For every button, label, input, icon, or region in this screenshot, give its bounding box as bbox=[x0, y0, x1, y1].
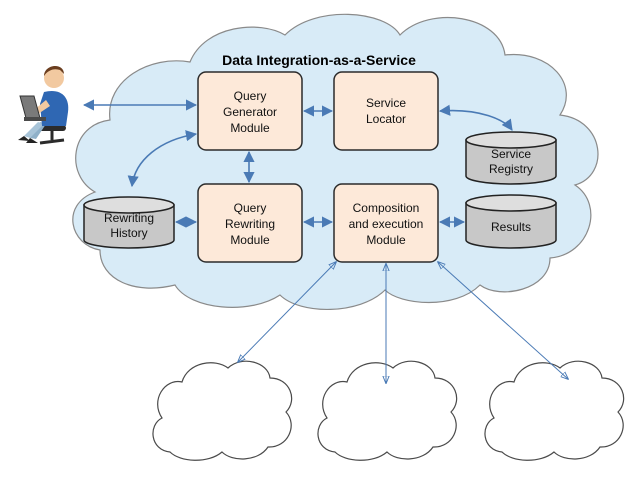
arrow-locator-registry bbox=[438, 104, 513, 131]
service-registry-store: Service Registry bbox=[465, 131, 557, 185]
service-registry-label-1: Service bbox=[491, 147, 531, 161]
query-rewriting-label-3: Module bbox=[230, 233, 270, 247]
composition-label-1: Composition bbox=[353, 201, 420, 215]
service-locator-module: Service Locator bbox=[333, 71, 439, 151]
composition-module: Composition and execution Module bbox=[333, 183, 439, 263]
rewriting-history-label-1: Rewriting bbox=[104, 211, 154, 225]
rewriting-history-label-2: History bbox=[110, 226, 147, 240]
diagram-title: Data Integration-as-a-Service bbox=[222, 52, 416, 68]
service-locator-label-1: Service bbox=[366, 96, 406, 110]
query-generator-label-3: Module bbox=[230, 121, 270, 135]
results-store: Results bbox=[465, 194, 557, 249]
external-cloud-right bbox=[484, 360, 625, 461]
query-generator-module: Query Generator Module bbox=[197, 71, 303, 151]
query-rewriting-label-1: Query bbox=[234, 201, 267, 215]
external-cloud-left bbox=[152, 360, 293, 461]
results-label: Results bbox=[491, 220, 531, 234]
arrow-composition-cloud-right bbox=[438, 262, 568, 379]
composition-label-3: Module bbox=[366, 233, 406, 247]
service-locator-label-2: Locator bbox=[366, 112, 406, 126]
arrow-composition-cloud-left bbox=[238, 262, 336, 362]
composition-label-2: and execution bbox=[349, 217, 424, 231]
arrow-generator-history bbox=[127, 130, 198, 188]
query-generator-label-1: Query bbox=[234, 89, 267, 103]
query-rewriting-label-2: Rewriting bbox=[225, 217, 275, 231]
rewriting-history-store: Rewriting History bbox=[83, 196, 175, 249]
user-at-laptop-icon bbox=[18, 65, 69, 145]
query-generator-label-2: Generator bbox=[223, 105, 277, 119]
query-rewriting-module: Query Rewriting Module bbox=[197, 183, 303, 263]
external-cloud-middle bbox=[317, 360, 458, 461]
service-registry-label-2: Registry bbox=[489, 162, 533, 176]
